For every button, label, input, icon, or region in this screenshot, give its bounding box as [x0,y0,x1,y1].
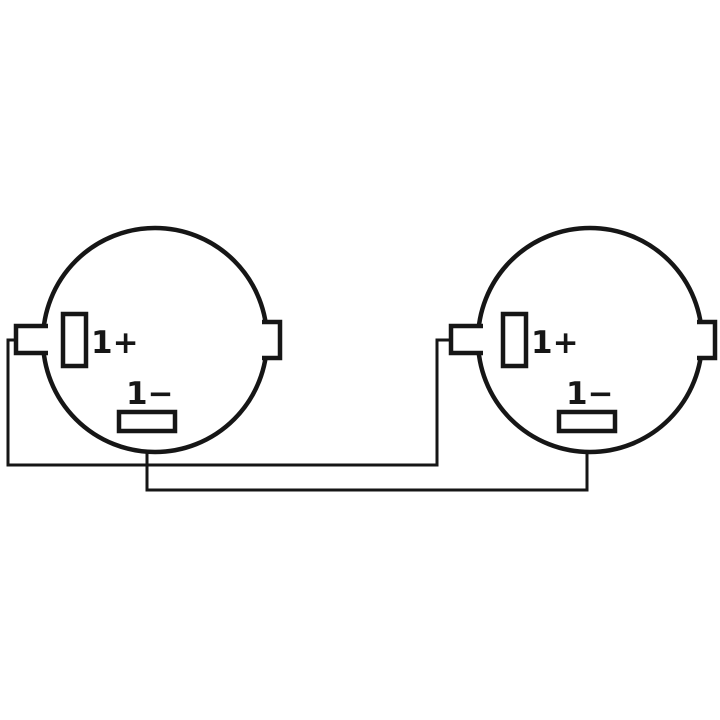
right-connector-right-tab [697,319,718,361]
right-connector: 1+ 1− [448,225,718,455]
left-plus-terminal [60,311,89,369]
plus-wire [6,338,451,467]
minus-wire [145,431,589,492]
left-connector-left-tab [13,323,48,356]
right-plus-terminal [500,311,529,369]
right-connector-left-tab [448,323,483,356]
right-minus-terminal-label: 1− [566,376,614,412]
left-minus-terminal-label: 1− [126,376,174,412]
right-plus-terminal-label: 1+ [531,325,579,361]
left-connector: 1+ 1− [13,225,283,455]
left-minus-terminal [116,409,178,434]
left-connector-right-tab [262,319,283,361]
cable-wires [6,338,589,492]
right-minus-terminal [556,409,618,434]
left-plus-terminal-label: 1+ [91,325,139,361]
